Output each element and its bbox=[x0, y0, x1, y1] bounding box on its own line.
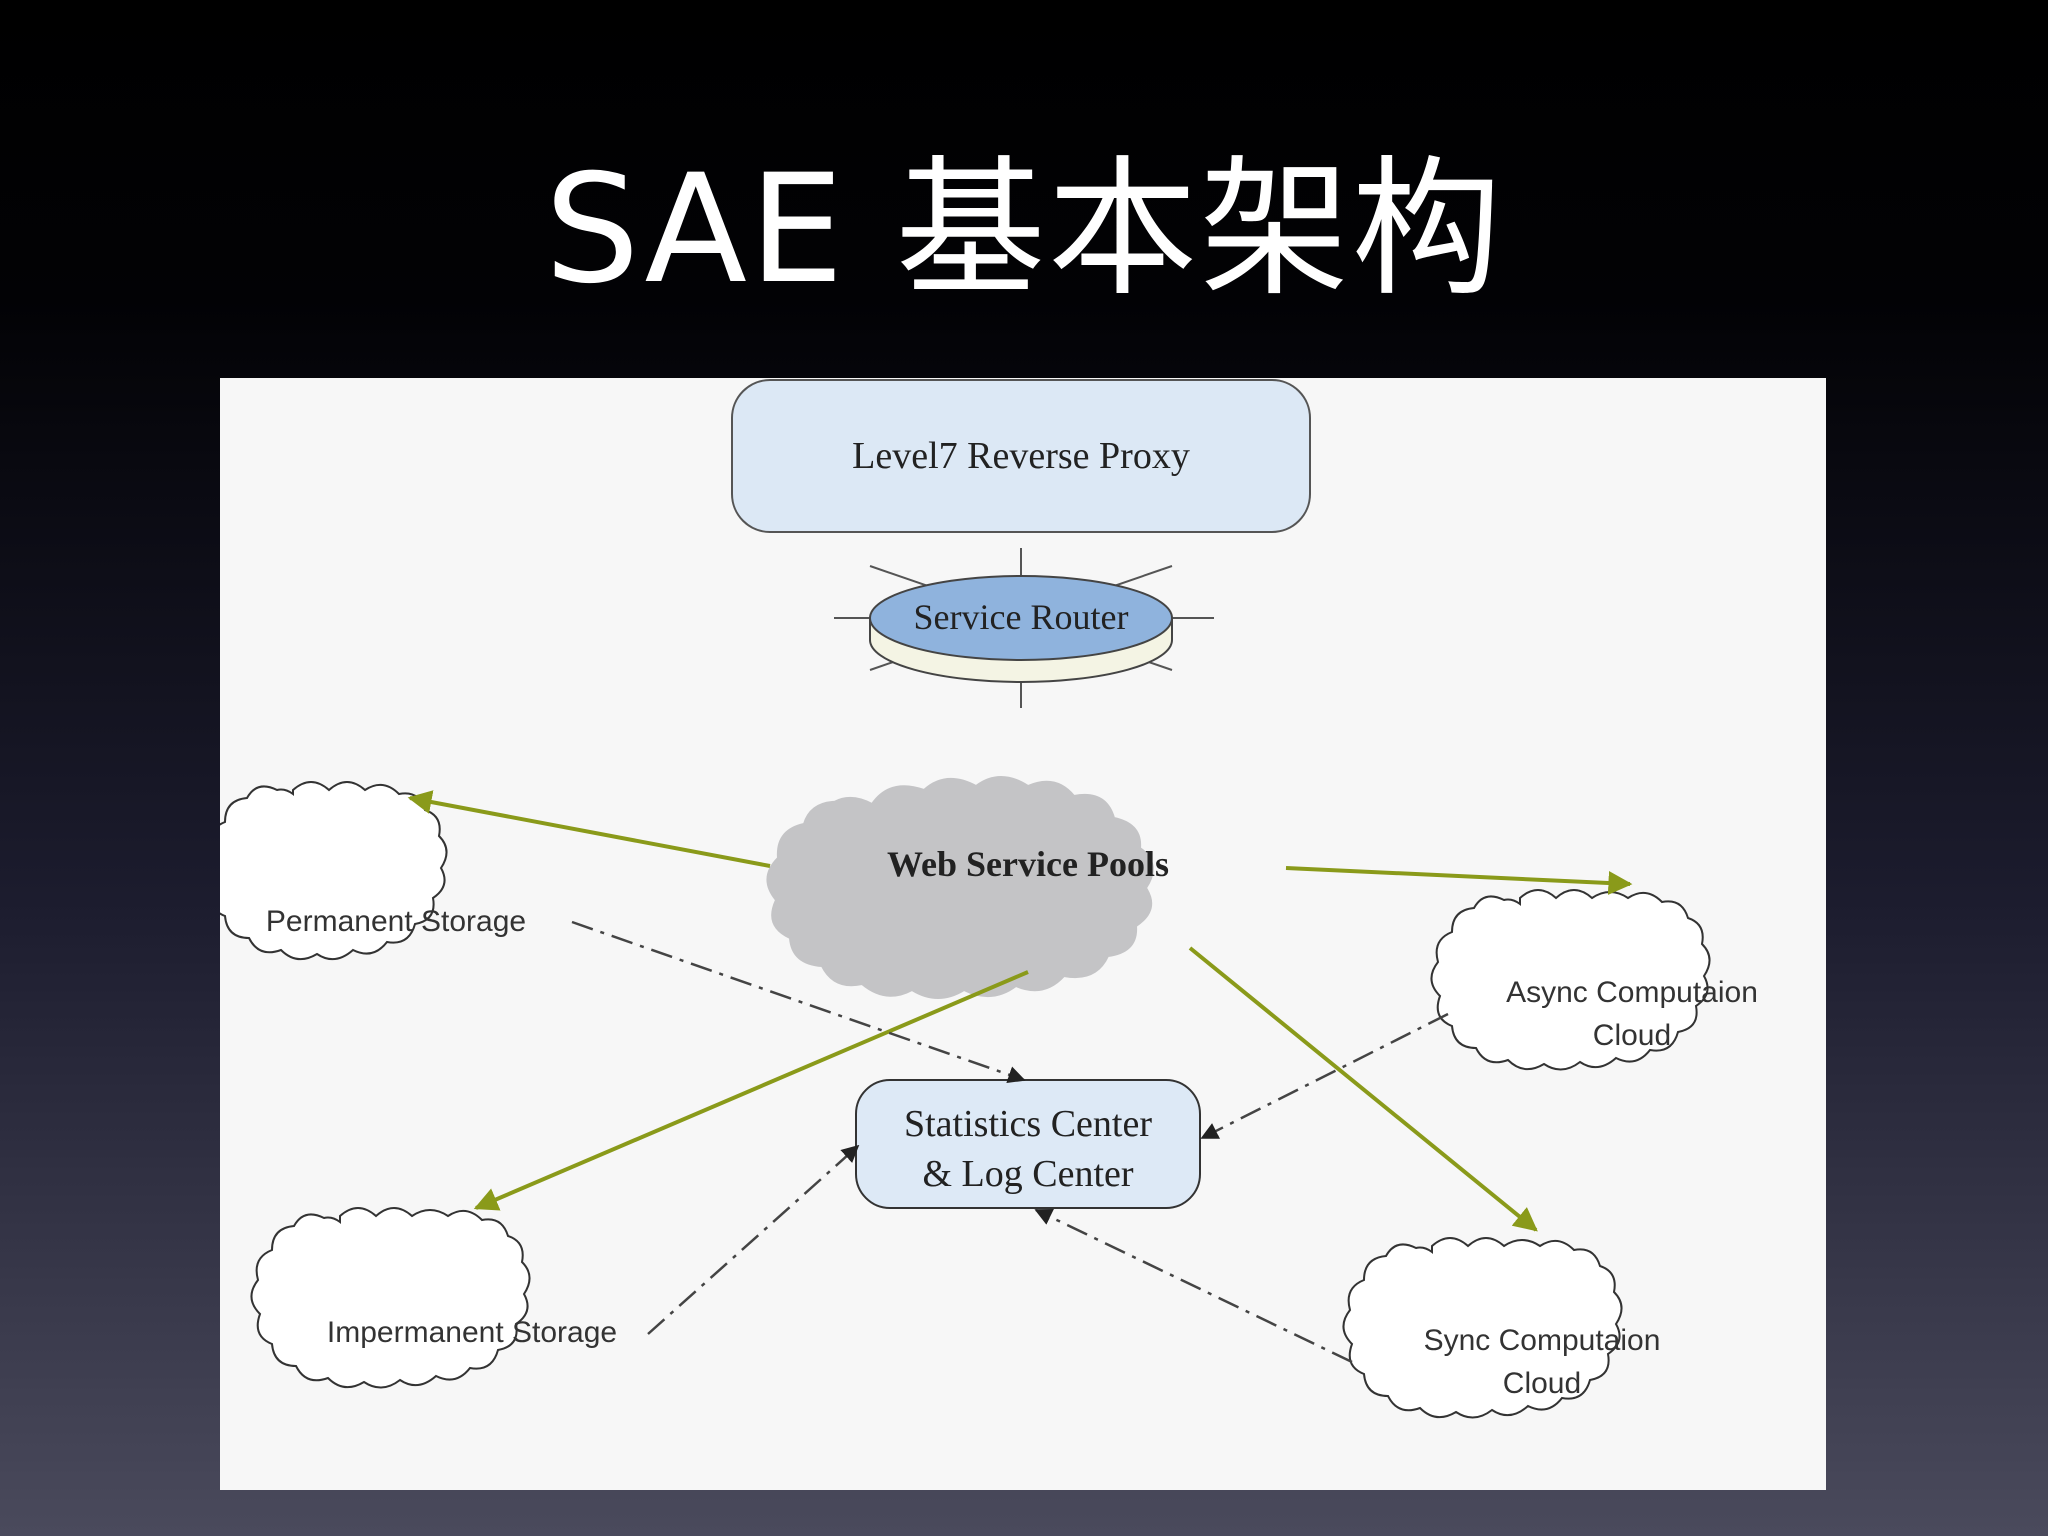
web-service-pools-label: Web Service Pools bbox=[887, 844, 1169, 884]
reverse-proxy-label: Level7 Reverse Proxy bbox=[852, 435, 1190, 477]
impermanent-storage-cloud: Impermanent Storage bbox=[250, 1207, 617, 1389]
service-router-node: Service Router bbox=[834, 548, 1214, 708]
async-computation-label-line2: Cloud bbox=[1593, 1019, 1671, 1052]
slide-title: SAE 基本架构 bbox=[544, 143, 1504, 317]
statistics-center-label-line2: & Log Center bbox=[922, 1153, 1133, 1195]
arrow-impermanent-to-stats bbox=[647, 1144, 860, 1335]
reverse-proxy-node: Level7 Reverse Proxy bbox=[731, 379, 1311, 533]
diagram-canvas: Level7 Reverse Proxy Service Router Perm… bbox=[220, 379, 1758, 1419]
arrow-pools-to-async bbox=[1285, 866, 1633, 895]
statistics-log-center-node: Statistics Center & Log Center bbox=[855, 1079, 1201, 1209]
arrow-pools-to-permanent bbox=[407, 790, 771, 868]
async-computation-label-line1: Async Computaion bbox=[1506, 976, 1758, 1009]
sync-computation-cloud: Sync Computaion Cloud bbox=[1342, 1237, 1661, 1419]
arrow-permanent-to-stats bbox=[571, 920, 1026, 1084]
permanent-storage-cloud: Permanent Storage bbox=[220, 781, 526, 961]
arrow-sync-to-stats bbox=[1034, 1208, 1353, 1364]
arrow-async-to-stats bbox=[1200, 1012, 1449, 1140]
impermanent-storage-label: Impermanent Storage bbox=[327, 1316, 617, 1349]
service-router-label: Service Router bbox=[914, 597, 1129, 637]
statistics-center-label-line1: Statistics Center bbox=[904, 1103, 1152, 1145]
arrow-pools-to-impermanent bbox=[473, 970, 1029, 1211]
architecture-diagram: Level7 Reverse Proxy Service Router Perm… bbox=[220, 378, 1826, 1490]
sync-computation-label-line1: Sync Computaion bbox=[1424, 1324, 1661, 1357]
async-computation-cloud: Async Computaion Cloud bbox=[1430, 889, 1758, 1071]
arrow-pools-to-sync bbox=[1188, 946, 1538, 1232]
sync-computation-label-line2: Cloud bbox=[1503, 1367, 1581, 1400]
permanent-storage-label: Permanent Storage bbox=[266, 905, 526, 938]
web-service-pools-cloud: Web Service Pools bbox=[766, 776, 1169, 999]
